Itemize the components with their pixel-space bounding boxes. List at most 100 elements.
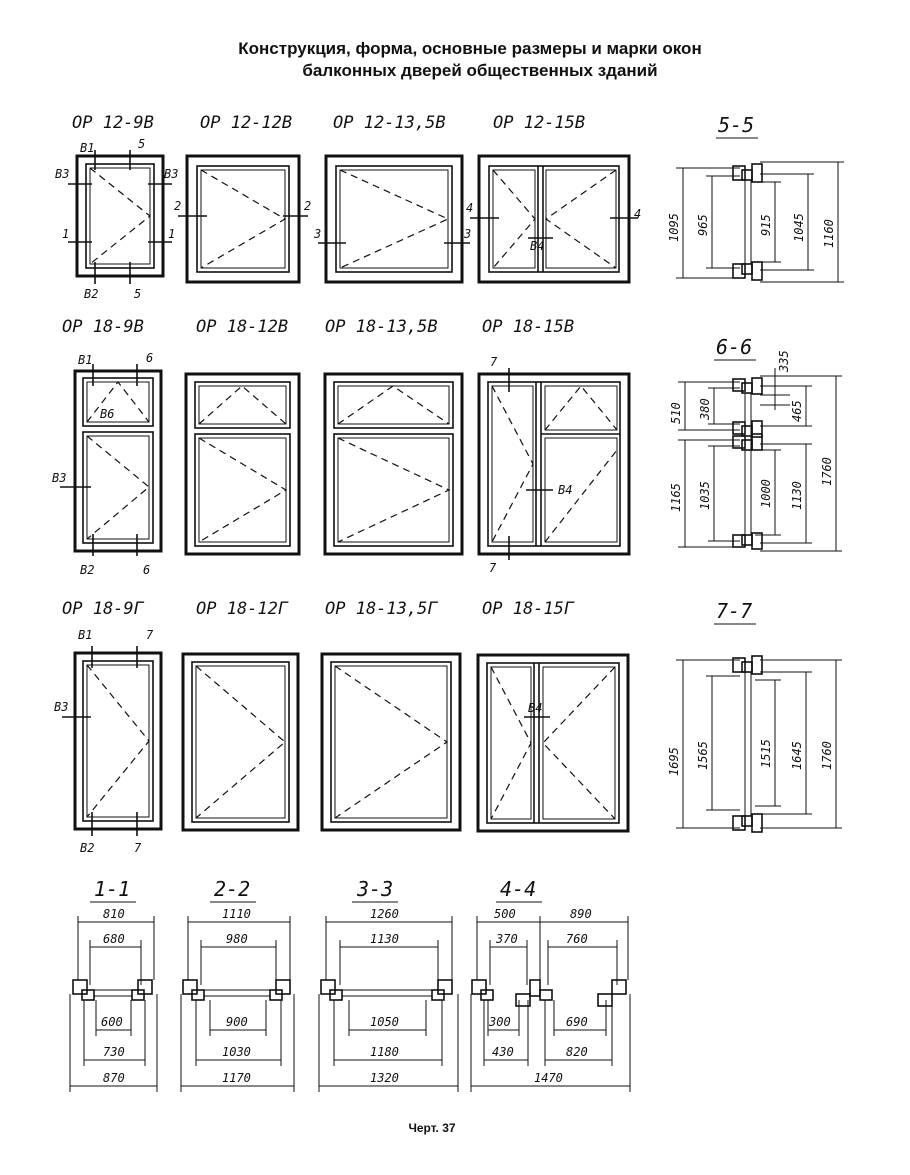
dim-2-2-1170: 1170	[222, 1071, 251, 1085]
dim-6-6-465: 465	[790, 400, 804, 422]
window-label-op18-13-5g: ОР 18-13,5Г	[325, 599, 438, 619]
section-label-6-6: 6-6	[716, 335, 752, 359]
dim-5-5-1095: 1095	[667, 213, 681, 242]
mark-7-top: 7	[490, 355, 498, 369]
window-op12-12b	[178, 154, 308, 284]
mark-b2-row2: В2	[80, 563, 94, 577]
dim-5-5-1160: 1160	[822, 219, 836, 248]
mark-b2-row3: В2	[80, 841, 94, 855]
mark-4-right: 4	[634, 207, 641, 221]
figure-title-line-2: балконных дверей общественных зданий	[302, 61, 657, 80]
dim-6-6-380: 380	[698, 398, 712, 421]
dim-6-6-1035: 1035	[698, 481, 712, 510]
mark-b4-row3: В4	[528, 701, 542, 715]
section-3-3-drawing	[318, 916, 459, 1092]
dim-6-6-1760: 1760	[820, 457, 834, 486]
dim-5-5-1045: 1045	[792, 213, 806, 242]
dim-2-2-980: 980	[226, 932, 248, 946]
section-1-1-drawing	[69, 916, 158, 1092]
mark-3-right: 3	[463, 227, 471, 241]
mark-7-bottom: 7	[489, 561, 497, 575]
dim-7-7-1695: 1695	[667, 747, 681, 776]
window-op18-13-5b	[323, 372, 464, 556]
section-label-1-1: 1-1	[94, 877, 130, 901]
dim-1-1-730: 730	[103, 1045, 125, 1059]
window-label-op18-15g: ОР 18-15Г	[482, 599, 575, 619]
window-op12-15b	[470, 154, 638, 284]
mark-b6: В6	[100, 407, 114, 421]
dim-1-1-870: 870	[103, 1071, 125, 1085]
mark-7-top-row3: 7	[146, 628, 154, 642]
dim-6-6-510: 510	[669, 402, 683, 424]
window-op12-9b	[68, 150, 172, 284]
dim-1-1-600: 600	[101, 1015, 123, 1029]
window-op12-13-5b	[318, 154, 470, 284]
section-label-4-4: 4-4	[500, 877, 536, 901]
dim-4-4-760: 760	[566, 932, 588, 946]
window-label-op12-13-5b: ОР 12-13,5В	[333, 113, 446, 133]
dim-4-4-820: 820	[566, 1045, 588, 1059]
window-op18-15g	[476, 653, 630, 833]
dim-4-4-500: 500	[494, 907, 516, 921]
window-label-op12-12b: ОР 12-12В	[200, 113, 292, 133]
mark-2-right: 2	[304, 199, 311, 213]
dim-5-5-965: 965	[696, 214, 710, 236]
dim-3-3-1050: 1050	[370, 1015, 399, 1029]
dim-4-4-690: 690	[566, 1015, 588, 1029]
dim-3-3-1260: 1260	[370, 907, 399, 921]
section-4-4-drawing	[470, 916, 631, 1092]
dim-6-6-1130: 1130	[790, 481, 804, 510]
dim-6-6-1000: 1000	[759, 479, 773, 508]
mark-b1-row2: В1	[78, 353, 92, 367]
dim-7-7-1760: 1760	[820, 741, 834, 770]
mark-b4-row2: В4	[558, 483, 572, 497]
section-6-6-drawing	[678, 368, 842, 552]
section-label-3-3: 3-3	[356, 877, 393, 901]
section-5-5-drawing	[676, 161, 844, 283]
dim-3-3-1130: 1130	[370, 932, 399, 946]
mark-b1-row3: В1	[78, 628, 92, 642]
window-op18-15b	[477, 368, 631, 560]
window-label-op18-9g: ОР 18-9Г	[62, 599, 145, 619]
window-label-op18-9b: ОР 18-9В	[62, 317, 144, 337]
section-label-2-2: 2-2	[214, 877, 250, 901]
mark-5-top: 5	[138, 137, 145, 151]
mark-6-top: 6	[146, 351, 153, 365]
dim-2-2-900: 900	[226, 1015, 248, 1029]
mark-b4-row1: В4	[530, 239, 544, 253]
dim-4-4-890: 890	[570, 907, 592, 921]
mark-1-left: 1	[62, 227, 69, 241]
dim-4-4-1470: 1470	[534, 1071, 563, 1085]
mark-2-left: 2	[174, 199, 181, 213]
dim-5-5-915: 915	[759, 214, 773, 236]
section-label-7-7: 7-7	[716, 599, 752, 623]
dim-6-6-335: 335	[777, 350, 791, 373]
window-label-op12-15b: ОР 12-15В	[493, 113, 585, 133]
mark-5-bottom: 5	[134, 287, 141, 301]
mark-b2: В2	[84, 287, 98, 301]
dim-7-7-1515: 1515	[759, 739, 773, 768]
dim-1-1-680: 680	[103, 932, 125, 946]
window-op18-13-5g	[320, 652, 462, 832]
dim-1-1-810: 810	[103, 907, 125, 921]
window-label-op12-9b: ОР 12-9В	[72, 113, 154, 133]
mark-b3-left: В3	[55, 167, 69, 181]
window-op18-9b	[60, 364, 163, 556]
mark-b3-row3: В3	[54, 700, 68, 714]
figure-caption: Черт. 37	[408, 1121, 455, 1135]
mark-7-bottom-row3: 7	[134, 841, 142, 855]
section-2-2-drawing	[180, 916, 295, 1092]
window-label-op18-13-5b: ОР 18-13,5В	[325, 317, 438, 337]
mark-b3-row2: В3	[52, 471, 66, 485]
dim-4-4-430: 430	[492, 1045, 514, 1059]
window-label-op18-12g: ОР 18-12Г	[196, 599, 289, 619]
section-label-5-5: 5-5	[718, 113, 754, 137]
dim-7-7-1645: 1645	[790, 741, 804, 770]
mark-b1: В1	[80, 141, 94, 155]
figure-title-line-1: Конструкция, форма, основные размеры и м…	[238, 39, 701, 58]
section-7-7-drawing	[676, 655, 842, 833]
mark-4-left: 4	[466, 201, 473, 215]
window-label-op18-15b: ОР 18-15В	[482, 317, 574, 337]
mark-3-left: 3	[313, 227, 321, 241]
